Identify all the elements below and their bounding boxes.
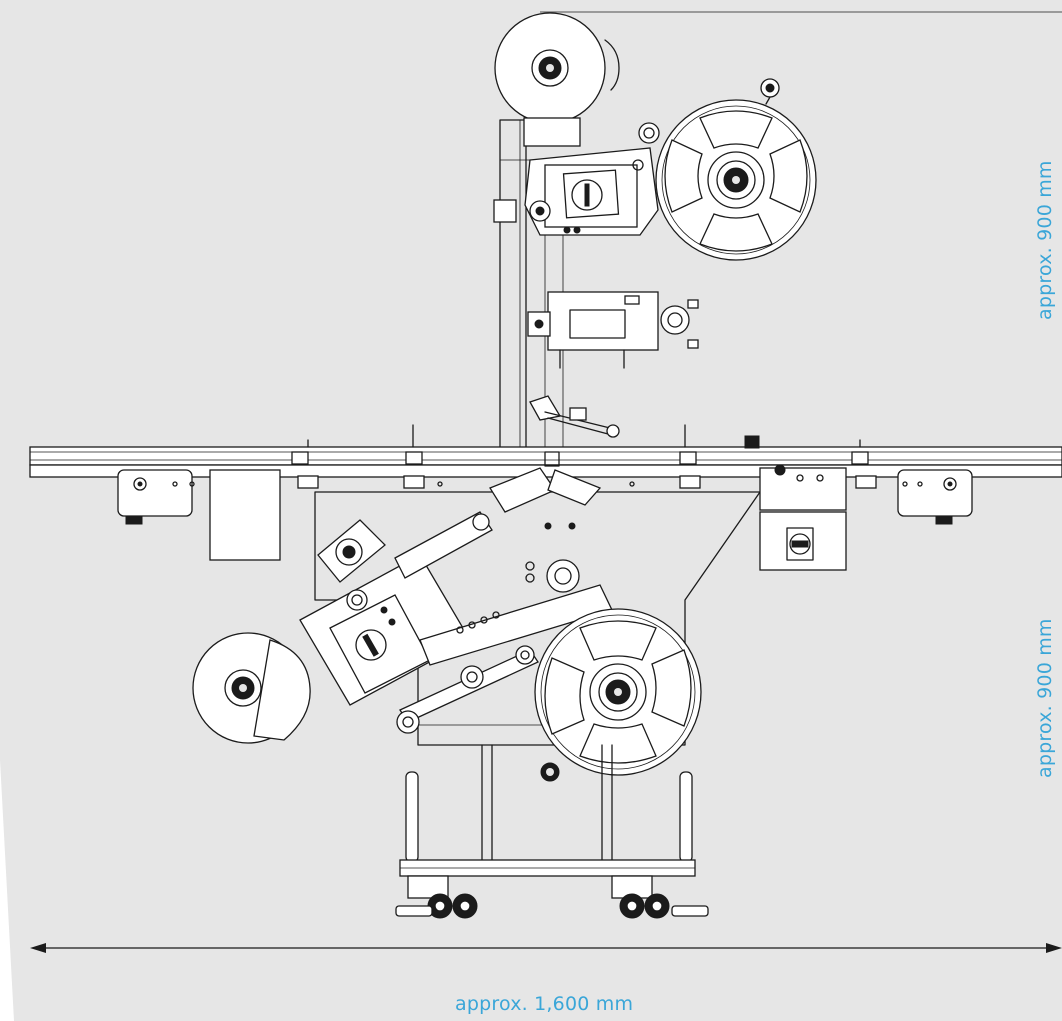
width-dimension-label: approx. 1,600 mm bbox=[455, 993, 634, 1015]
upper-label-head bbox=[493, 122, 660, 236]
height-upper-dimension-label: approx. 900 mm bbox=[1034, 160, 1056, 320]
upper-dispensing-block bbox=[527, 291, 699, 369]
lower-rewind-reel bbox=[534, 608, 702, 782]
stand-base bbox=[395, 744, 709, 919]
control-box bbox=[744, 435, 847, 571]
lower-label-roll bbox=[192, 632, 311, 744]
upper-rewind-reel bbox=[655, 78, 817, 261]
width-dimension-line bbox=[30, 943, 1062, 953]
upper-applicator-lever bbox=[529, 395, 620, 438]
conveyor bbox=[29, 424, 1062, 561]
lower-label-head bbox=[299, 519, 471, 706]
height-lower-dimension-label: approx. 900 mm bbox=[1034, 618, 1056, 778]
upper-label-roll bbox=[494, 12, 620, 147]
lower-applicator-arm bbox=[394, 511, 613, 734]
